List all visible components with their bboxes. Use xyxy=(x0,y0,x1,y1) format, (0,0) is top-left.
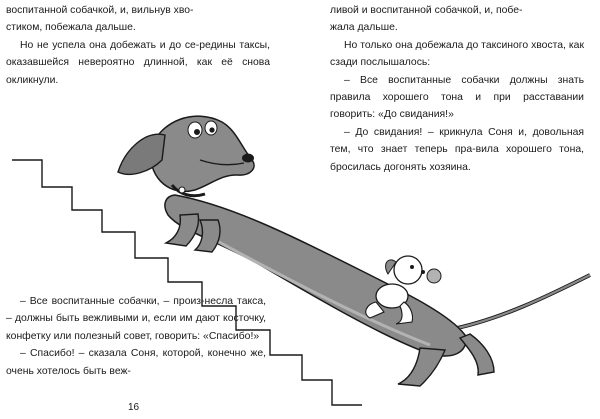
text-block-top-left: воспитанной собачкой, и, вильнув хво- ст… xyxy=(6,2,270,89)
text-line: жала дальше. xyxy=(330,22,398,34)
paragraph: – Все воспитанные собачки должны знать п… xyxy=(330,74,584,121)
paragraph: Но не успела она добежать и до се-редины… xyxy=(6,39,270,86)
text-block-top-right: ливой и воспитанной собачкой, и, побе- ж… xyxy=(330,2,584,176)
paragraph: Но только она добежала до таксиного хвос… xyxy=(330,39,584,69)
paragraph: – Спасибо! – сказала Соня, которой, коне… xyxy=(6,348,266,377)
paragraph: – Все воспитанные собачки, – произ-несла… xyxy=(6,296,266,342)
dog-tail xyxy=(447,273,591,332)
dog-front-leg xyxy=(163,213,200,247)
text-block-bottom-left: – Все воспитанные собачки, – произ-несла… xyxy=(6,293,266,380)
text-line: воспитанной собачкой, и, вильнув хво- xyxy=(6,5,194,16)
dog-nose xyxy=(242,153,254,163)
dog-mouth xyxy=(199,159,245,166)
dog-collar xyxy=(170,184,206,198)
dog-ear xyxy=(117,133,166,176)
staircase xyxy=(12,159,362,406)
puppy-sonya xyxy=(365,255,442,325)
text-line: ливой и воспитанной собачкой, и, побе- xyxy=(330,5,523,16)
text-line: стиком, побежала дальше. xyxy=(6,22,136,34)
dog-hind-leg xyxy=(397,347,447,387)
paragraph: – До свидания! – крикнула Соня и, доволь… xyxy=(330,126,584,173)
page-number: 16 xyxy=(128,402,140,413)
